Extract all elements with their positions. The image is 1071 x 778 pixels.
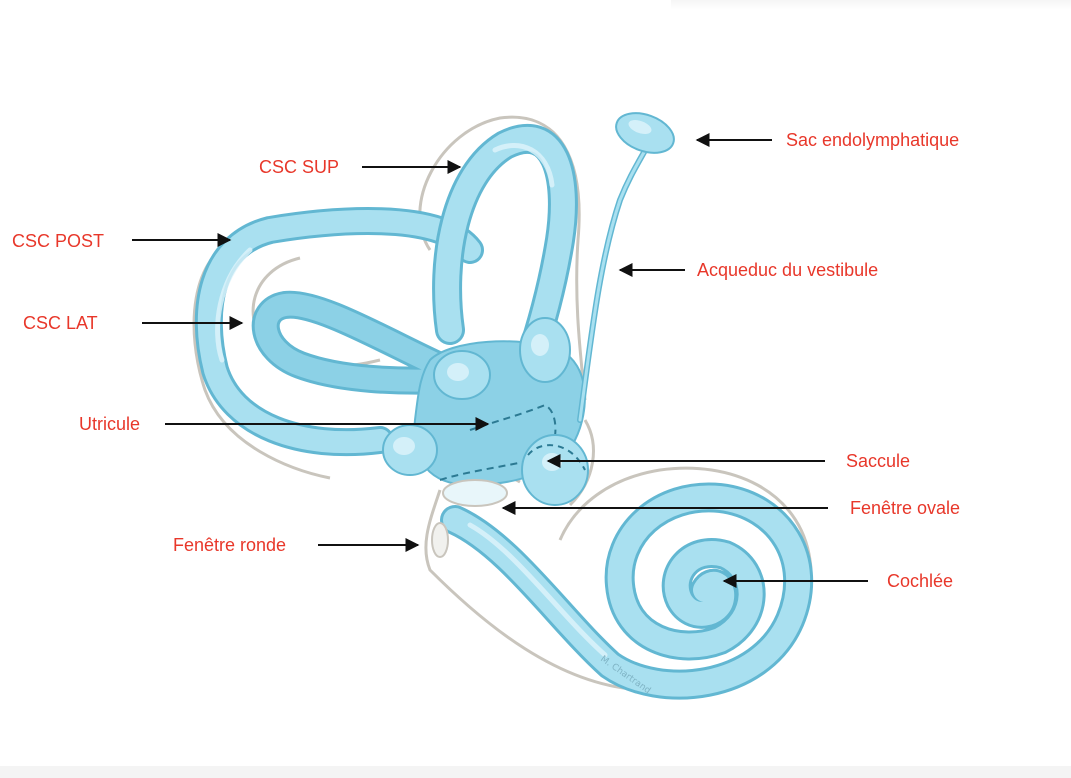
cochlea (455, 497, 798, 684)
label-fenetre-ovale: Fenêtre ovale (850, 499, 960, 517)
label-cochlee: Cochlée (887, 572, 953, 590)
endolymphatic-duct (580, 106, 679, 420)
saccule (522, 435, 588, 505)
label-fenetre-ronde: Fenêtre ronde (173, 536, 286, 554)
bottom-bar (0, 766, 1071, 778)
label-sac-endolymphatique: Sac endolymphatique (786, 131, 959, 149)
label-utricule: Utricule (79, 415, 140, 433)
label-csc-post: CSC POST (12, 232, 104, 250)
oval-window (443, 480, 507, 506)
round-window (432, 523, 448, 557)
label-saccule: Saccule (846, 452, 910, 470)
label-csc-sup: CSC SUP (259, 158, 339, 176)
label-csc-lat: CSC LAT (23, 314, 98, 332)
label-acqueduc: Acqueduc du vestibule (697, 261, 878, 279)
